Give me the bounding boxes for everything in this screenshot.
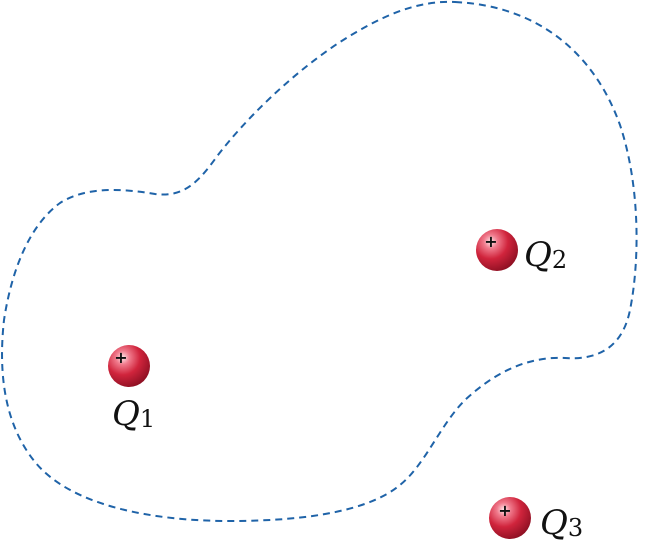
charge-sphere xyxy=(489,497,531,539)
charge-q3: + Q3 xyxy=(489,497,583,543)
charge-label: Q3 xyxy=(540,503,583,543)
charge-label: Q2 xyxy=(524,235,567,275)
charge-sphere xyxy=(108,345,150,387)
charge-sphere xyxy=(476,229,518,271)
charge-q1: + Q1 xyxy=(108,345,155,434)
gaussian-surface-outline xyxy=(1,0,638,523)
charge-q2: + Q2 xyxy=(476,229,567,275)
charge-label: Q1 xyxy=(112,394,155,434)
plus-sign: + xyxy=(498,501,511,520)
plus-sign: + xyxy=(114,348,127,367)
plus-sign: + xyxy=(484,232,497,251)
